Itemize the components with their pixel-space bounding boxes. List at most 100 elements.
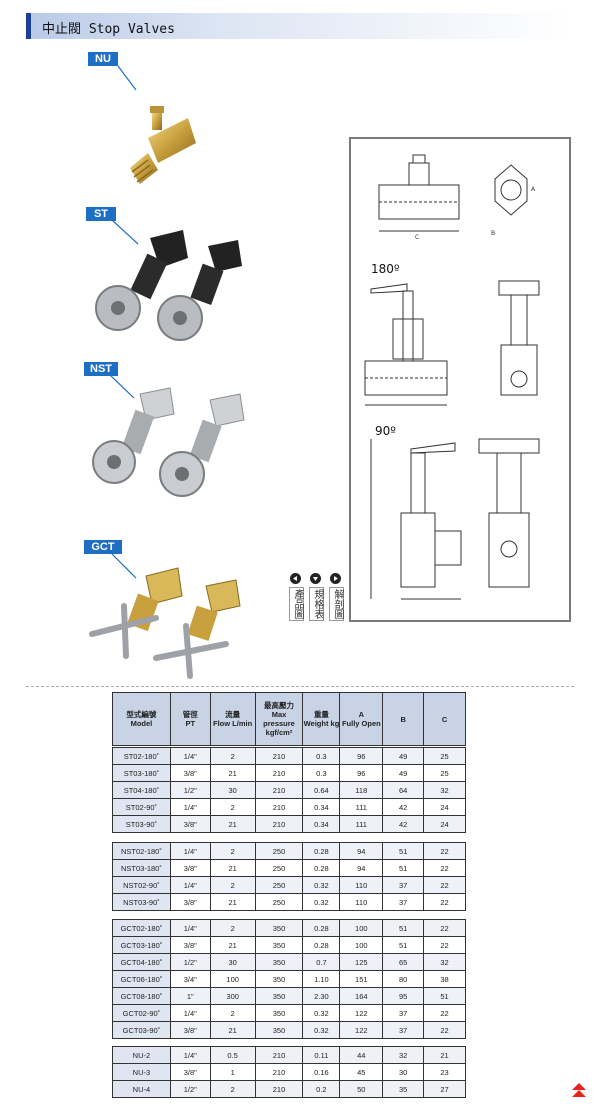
column-header-en: B: [400, 714, 406, 724]
column-header-zh: 最高壓力: [264, 701, 294, 710]
column-header-en: Max pressure kgf/cm²: [263, 710, 295, 737]
table-cell: 210: [254, 781, 304, 799]
table-cell: 94: [339, 842, 384, 860]
column-header-en: Model: [130, 719, 153, 728]
nav-spec-table[interactable]: 規格表: [309, 587, 324, 621]
table-cell: 51: [423, 987, 466, 1005]
table-cell: 110: [339, 876, 384, 894]
model-cell: NST02-180˚: [112, 842, 171, 860]
table-cell: 0.7: [302, 953, 341, 971]
table-cell: 0.5: [209, 1046, 256, 1064]
table-cell: 22: [423, 842, 466, 860]
table-cell: 2: [209, 747, 256, 765]
table-cell: 30: [382, 1063, 425, 1081]
table-cell: 65: [382, 953, 425, 971]
table-cell: 110: [339, 893, 384, 911]
table-cell: 51: [382, 919, 425, 937]
table-cell: 300: [209, 987, 256, 1005]
model-cell: GCT02-180˚: [112, 919, 171, 937]
table-cell: 250: [254, 893, 304, 911]
table-cell: 22: [423, 1021, 466, 1039]
table-cell: 210: [254, 1063, 304, 1081]
table-cell: 37: [382, 876, 425, 894]
label-90-degree: 90º: [375, 424, 396, 438]
section-header: 中止閥 Stop Valves: [26, 13, 574, 39]
table-cell: 350: [254, 919, 304, 937]
column-header-en: Weight kg: [303, 719, 340, 728]
table-cell: 250: [254, 859, 304, 877]
table-cell: 42: [382, 798, 425, 816]
table-cell: 32: [423, 781, 466, 799]
leader-lines: [109, 65, 139, 579]
scroll-top-icon[interactable]: [572, 1083, 586, 1099]
column-header-zh: 重量: [313, 710, 329, 719]
table-cell: 51: [382, 936, 425, 954]
column-header-en: Fully Open: [341, 719, 381, 728]
table-cell: 23: [423, 1063, 466, 1081]
table-cell: 22: [423, 859, 466, 877]
table-cell: 37: [382, 1004, 425, 1022]
table-cell: 24: [423, 798, 466, 816]
table-cell: 3/8": [169, 936, 211, 954]
column-header-en: C: [441, 714, 448, 724]
arrow-left-icon[interactable]: [290, 573, 301, 584]
table-cell: 0.32: [302, 893, 341, 911]
table-cell: 0.28: [302, 936, 341, 954]
table-cell: 250: [254, 876, 304, 894]
table-cell: 164: [339, 987, 384, 1005]
table-cell: 45: [339, 1063, 384, 1081]
table-cell: 350: [254, 970, 304, 988]
nav-cross-section[interactable]: 解剖圖: [329, 587, 344, 621]
table-cell: 2: [209, 842, 256, 860]
table-cell: 122: [339, 1021, 384, 1039]
model-cell: ST03-90˚: [112, 815, 171, 833]
table-cell: 210: [254, 1080, 304, 1098]
table-cell: 1/4": [169, 1046, 211, 1064]
table-cell: 0.34: [302, 815, 341, 833]
table-cell: 111: [339, 815, 384, 833]
product-tag-st[interactable]: ST: [86, 207, 116, 221]
nav-product-photos[interactable]: 產品圖: [289, 587, 304, 621]
table-cell: 38: [423, 970, 466, 988]
table-cell: 118: [339, 781, 384, 799]
table-cell: 350: [254, 987, 304, 1005]
table-cell: 350: [254, 936, 304, 954]
table-cell: 3/8": [169, 764, 211, 782]
table-cell: 0.64: [302, 781, 341, 799]
arrow-right-icon[interactable]: [330, 573, 341, 584]
table-cell: 94: [339, 859, 384, 877]
table-cell: 49: [382, 747, 425, 765]
dim-label-a: A: [531, 186, 536, 193]
product-tag-gct[interactable]: GCT: [84, 540, 122, 554]
table-cell: 210: [254, 815, 304, 833]
table-cell: 2: [209, 798, 256, 816]
table-cell: 30: [209, 781, 256, 799]
table-cell: 1.10: [302, 970, 341, 988]
table-cell: 96: [339, 764, 384, 782]
table-cell: 22: [423, 919, 466, 937]
table-cell: 1/4": [169, 798, 211, 816]
product-tag-nu[interactable]: NU: [88, 52, 118, 66]
arrow-down-icon[interactable]: [310, 573, 321, 584]
table-cell: 210: [254, 764, 304, 782]
column-header-zh: A: [358, 710, 365, 719]
table-cell: 2: [209, 919, 256, 937]
table-cell: 22: [423, 1004, 466, 1022]
table-cell: 1/4": [169, 747, 211, 765]
view-navigation: 產品圖 規格表 解剖圖: [289, 573, 347, 625]
table-cell: 1/4": [169, 1004, 211, 1022]
product-tag-nst[interactable]: NST: [84, 362, 118, 376]
